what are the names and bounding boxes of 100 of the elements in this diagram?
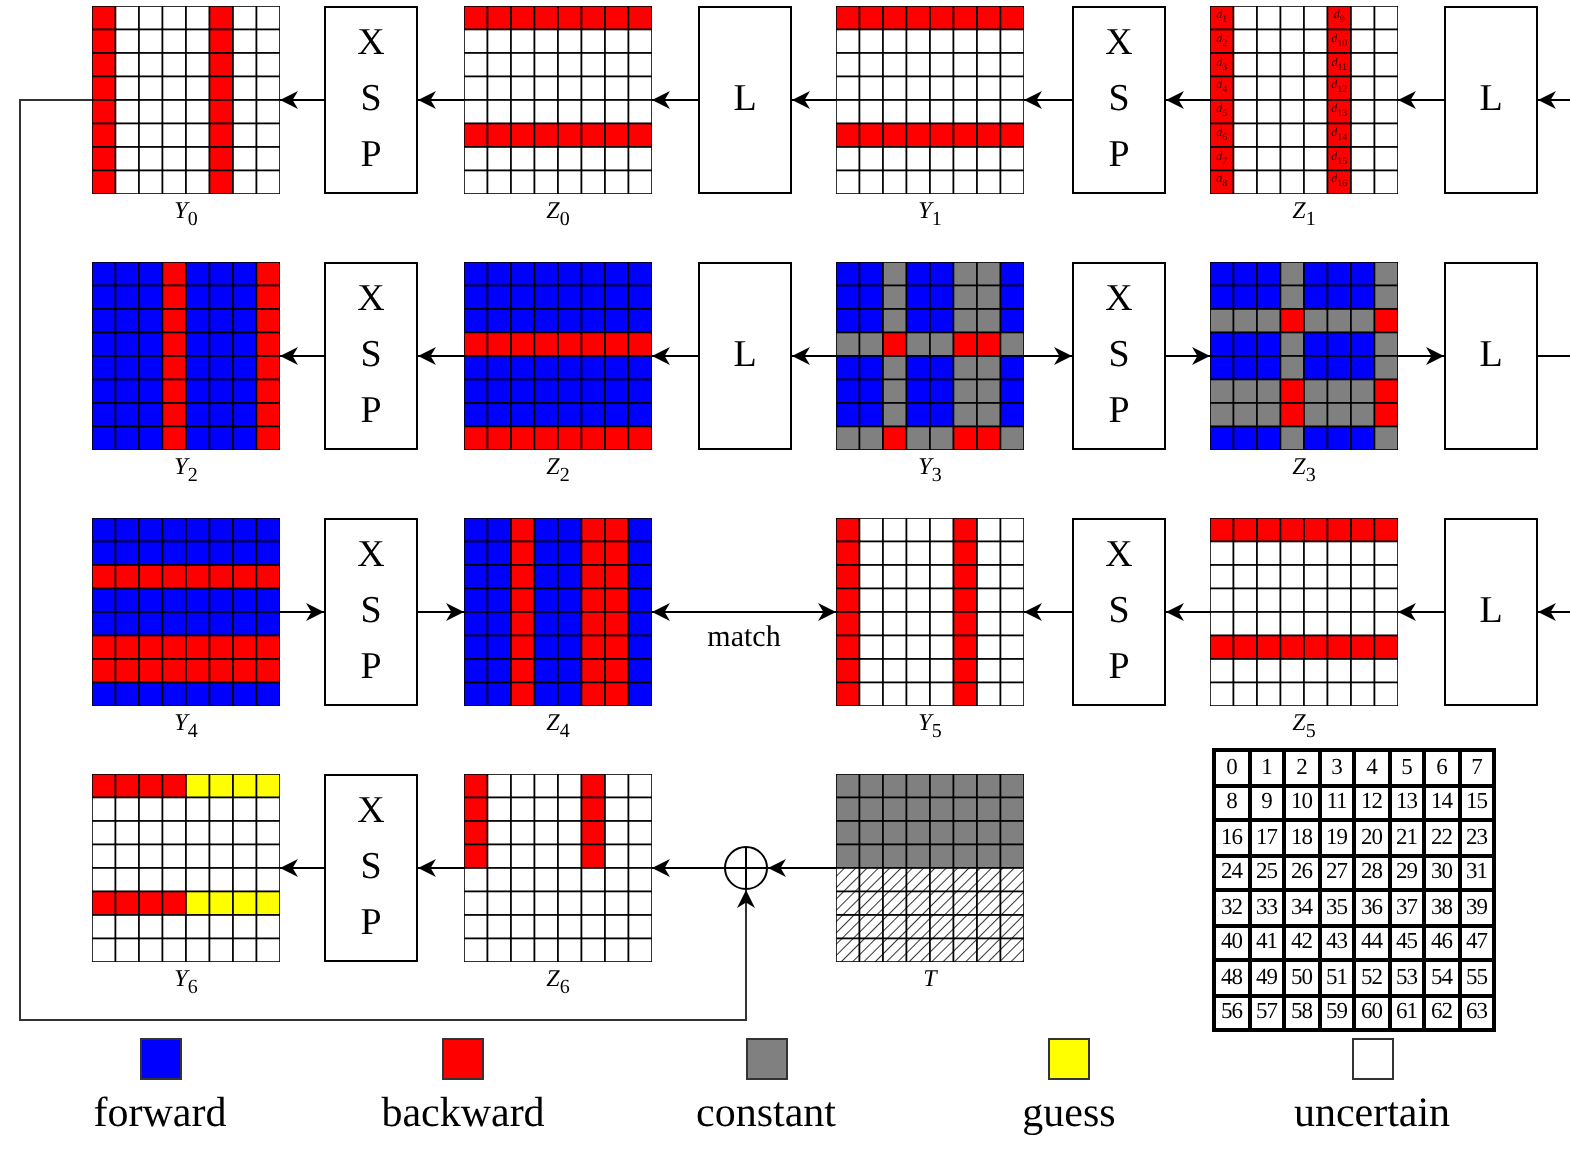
index-number: 16 xyxy=(1214,820,1249,855)
arrow xyxy=(767,859,837,877)
index-number: 47 xyxy=(1459,925,1494,960)
index-number: 53 xyxy=(1389,960,1424,995)
index-number: 28 xyxy=(1354,855,1389,890)
arrow xyxy=(417,91,465,109)
index-number: 23 xyxy=(1459,820,1494,855)
legend-label: backward xyxy=(381,1088,545,1136)
grid-caption: Y$_{5}$ xyxy=(916,710,944,745)
index-number: 15 xyxy=(1459,785,1494,820)
grid-caption: Z$_{1}$ xyxy=(1290,198,1318,233)
index-number: 41 xyxy=(1249,925,1284,960)
arrow xyxy=(1023,91,1073,109)
arrow xyxy=(1023,347,1073,365)
index-number: 52 xyxy=(1354,960,1389,995)
arrow xyxy=(417,859,465,877)
index-number: 7 xyxy=(1459,750,1494,785)
function-box: L xyxy=(1444,518,1538,706)
index-number: 26 xyxy=(1284,855,1319,890)
arrow xyxy=(1537,603,1570,621)
arrow xyxy=(1165,91,1211,109)
index-number: 9 xyxy=(1249,785,1284,820)
index-number: 34 xyxy=(1284,890,1319,925)
grid-caption: Y$_{2}$ xyxy=(172,454,200,489)
index-number: 40 xyxy=(1214,925,1249,960)
arrow xyxy=(651,91,699,109)
index-number: 21 xyxy=(1389,820,1424,855)
index-number: 1 xyxy=(1249,750,1284,785)
grid-caption: Y$_{3}$ xyxy=(916,454,944,489)
index-number: 2 xyxy=(1284,750,1319,785)
function-box: L xyxy=(1444,6,1538,194)
index-number: 55 xyxy=(1459,960,1494,995)
function-box: X S P xyxy=(324,518,418,706)
index-number: 39 xyxy=(1459,890,1494,925)
index-number: 12 xyxy=(1354,785,1389,820)
index-number: 48 xyxy=(1214,960,1249,995)
index-number: 45 xyxy=(1389,925,1424,960)
index-number: 50 xyxy=(1284,960,1319,995)
index-number: 49 xyxy=(1249,960,1284,995)
index-number: 6 xyxy=(1424,750,1459,785)
xor-symbol xyxy=(724,846,768,890)
grid-caption: Z$_{4}$ xyxy=(544,710,572,745)
arrow xyxy=(1165,347,1211,365)
grid-caption: Y$_{4}$ xyxy=(172,710,200,745)
index-number: 27 xyxy=(1319,855,1354,890)
function-box: X S P xyxy=(1072,262,1166,450)
function-box: X S P xyxy=(1072,518,1166,706)
index-number: 8 xyxy=(1214,785,1249,820)
index-number: 22 xyxy=(1424,820,1459,855)
index-number: 13 xyxy=(1389,785,1424,820)
grid-caption: Z$_{3}$ xyxy=(1290,454,1318,489)
arrow xyxy=(1537,91,1570,109)
index-number: 5 xyxy=(1389,750,1424,785)
index-number: 14 xyxy=(1424,785,1459,820)
index-number: 59 xyxy=(1319,995,1354,1030)
arrow xyxy=(279,347,325,365)
function-box: X S P xyxy=(1072,6,1166,194)
index-number: 58 xyxy=(1284,995,1319,1030)
index-number: 4 xyxy=(1354,750,1389,785)
grid-caption: Y$_{0}$ xyxy=(172,198,200,233)
grid-caption: Z$_{2}$ xyxy=(544,454,572,489)
arrow xyxy=(791,91,837,109)
index-number: 31 xyxy=(1459,855,1494,890)
grid-caption: Y$_{6}$ xyxy=(172,966,200,1001)
arrow xyxy=(279,859,325,877)
index-number: 37 xyxy=(1389,890,1424,925)
index-number: 3 xyxy=(1319,750,1354,785)
grid-caption: Z$_{5}$ xyxy=(1290,710,1318,745)
arrow xyxy=(791,347,837,365)
index-number: 10 xyxy=(1284,785,1319,820)
arrow xyxy=(279,603,325,621)
index-number: 19 xyxy=(1319,820,1354,855)
arrow xyxy=(279,91,325,109)
index-number: 63 xyxy=(1459,995,1494,1030)
index-number: 11 xyxy=(1319,785,1354,820)
index-number: 56 xyxy=(1214,995,1249,1030)
index-number: 42 xyxy=(1284,925,1319,960)
arrow xyxy=(19,99,755,1021)
arrow xyxy=(1397,603,1445,621)
function-box: L xyxy=(1444,262,1538,450)
index-number: 18 xyxy=(1284,820,1319,855)
grid-caption: Y$_{1}$ xyxy=(916,198,944,233)
index-number: 33 xyxy=(1249,890,1284,925)
index-number: 32 xyxy=(1214,890,1249,925)
index-number: 62 xyxy=(1424,995,1459,1030)
function-box: X S P xyxy=(324,774,418,962)
index-number: 36 xyxy=(1354,890,1389,925)
arrow xyxy=(417,347,465,365)
grid-caption: Z$_{6}$ xyxy=(544,966,572,1001)
grid-caption: Z$_{0}$ xyxy=(544,198,572,233)
index-number: 54 xyxy=(1424,960,1459,995)
arrow xyxy=(1397,347,1445,365)
index-number: 30 xyxy=(1424,855,1459,890)
legend-label: guess xyxy=(1022,1088,1116,1136)
arrow xyxy=(1397,91,1445,109)
index-number: 60 xyxy=(1354,995,1389,1030)
index-number: 0 xyxy=(1214,750,1249,785)
function-box: L xyxy=(698,262,792,450)
arrow xyxy=(1023,603,1073,621)
function-box: X S P xyxy=(324,262,418,450)
